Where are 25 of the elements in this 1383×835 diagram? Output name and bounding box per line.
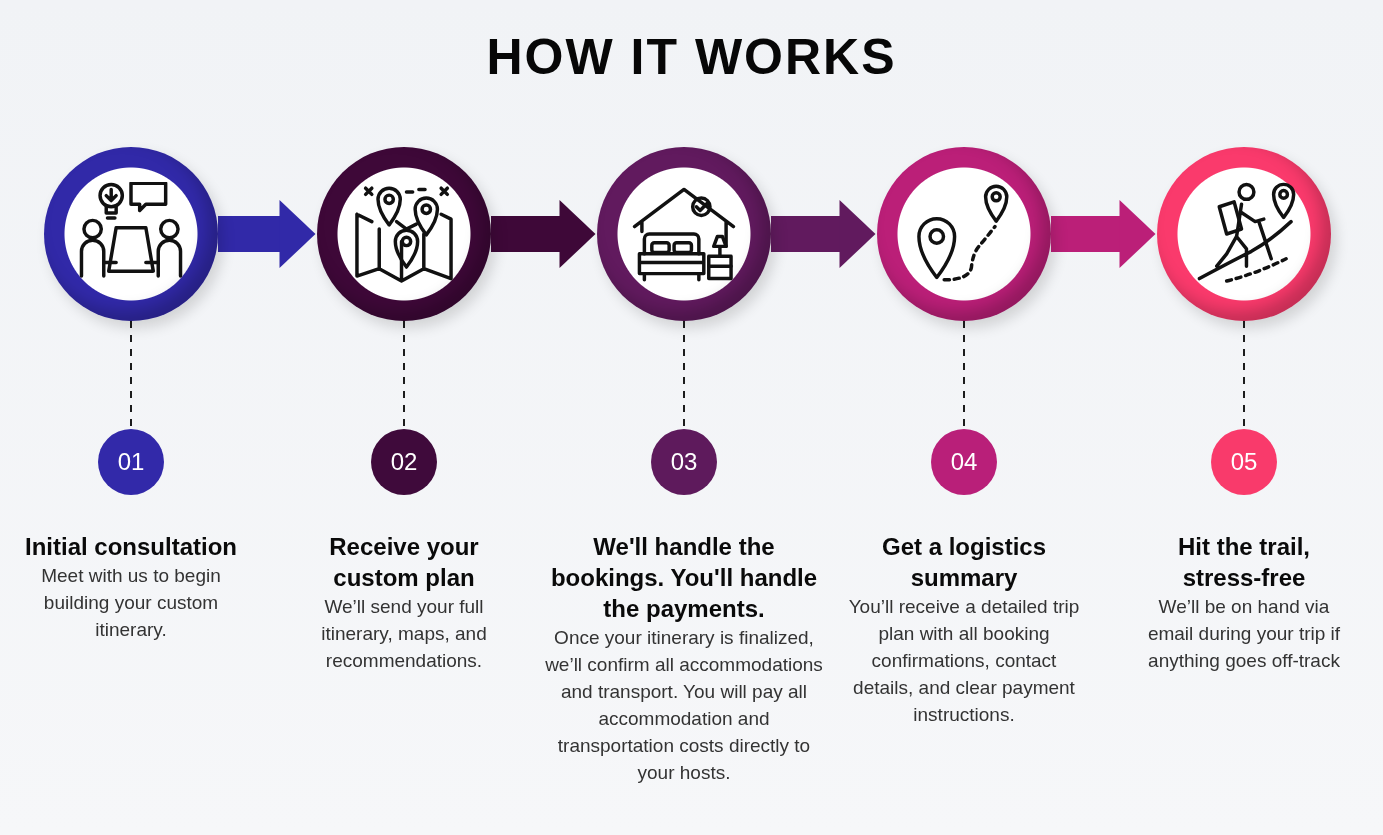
- step-number: 03: [651, 429, 717, 495]
- step-heading: Get a logistics summary: [880, 532, 1048, 593]
- step-description: We’ll send your full itinerary, maps, and recommendations.: [320, 595, 488, 673]
- step-number: 04: [931, 429, 997, 495]
- step-number: 02: [371, 429, 437, 495]
- arrow: [491, 200, 596, 268]
- step-heading: Hit the trail, stress-free: [1177, 532, 1311, 593]
- step-heading: Initial consultation: [24, 532, 238, 562]
- step-heading: Receive your custom plan: [328, 532, 480, 593]
- dashed-line: [130, 320, 132, 429]
- dashed-line: [683, 320, 685, 429]
- step-heading: We'll handle the bookings. You'll handle the payments.: [549, 532, 819, 624]
- dashed-line: [963, 320, 965, 429]
- step-description: We’ll be on hand via email during your trip if anything goes off-track: [1146, 595, 1342, 673]
- title: HOW IT WORKS: [486, 28, 897, 87]
- step-description: You’ll receive a detailed trip plan with all booking confirmations, contact details, and clear payment instructions.: [847, 595, 1081, 727]
- step-description: Once your itinerary is finalized, we’ll confirm all accommodations and transport. You will pay all accommodation and transportation costs directly to your hosts.: [544, 626, 824, 785]
- dashed-line: [403, 320, 405, 429]
- step-number: 01: [98, 429, 164, 495]
- arrow: [771, 200, 876, 268]
- arrow: [218, 200, 316, 268]
- arrow: [1051, 200, 1156, 268]
- dashed-line: [1243, 320, 1245, 429]
- step-number: 05: [1211, 429, 1277, 495]
- step-description: Meet with us to begin building your custom itinerary.: [40, 564, 222, 642]
